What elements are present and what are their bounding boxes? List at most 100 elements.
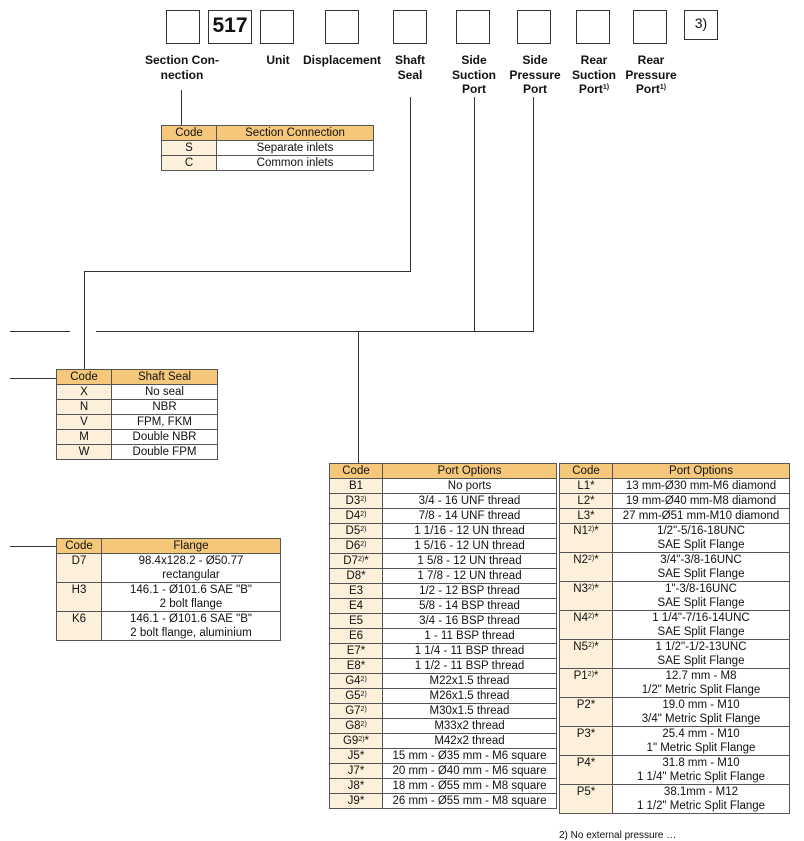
cell-code: D7: [56, 553, 102, 583]
cell-description: 18 mm - Ø55 mm - M8 square: [382, 778, 557, 794]
port-code: G7: [345, 705, 361, 717]
cell-code: X: [56, 384, 112, 400]
col-header-section-connection: Section Connection: [216, 125, 374, 141]
table-row: P2*19.0 mm - M10 3/4" Metric Split Flang…: [559, 697, 790, 727]
port-code: P4: [576, 757, 591, 769]
cell-code: J9*: [329, 793, 383, 809]
port-code-asterisk: *: [594, 525, 599, 537]
cell-code: V: [56, 414, 112, 430]
table-header-row: Code Section Connection: [161, 125, 374, 141]
table-row: J8*18 mm - Ø55 mm - M8 square: [329, 778, 557, 794]
port-code: G4: [345, 675, 361, 687]
cell-code: J5*: [329, 748, 383, 764]
port-code-asterisk: *: [594, 612, 599, 624]
cell-description: 98.4x128.2 - Ø50.77 rectangular: [101, 553, 281, 583]
port-code-asterisk: *: [590, 728, 596, 740]
port-code: E8: [346, 660, 361, 672]
table-row: G72)M30x1.5 thread: [329, 703, 557, 719]
displacement-code-box-2: [325, 10, 359, 44]
cell-description: 1 1/4 - 11 BSP thread: [382, 643, 557, 659]
table-row: J7*20 mm - Ø40 mm - M6 square: [329, 763, 557, 779]
footnote-2-partial: 2) No external pressure …: [559, 830, 677, 841]
table-row: D72)*1 5/8 - 12 UN thread: [329, 553, 557, 569]
port-code-footnote: 2): [358, 736, 365, 743]
table-row: G42)M22x1.5 thread: [329, 673, 557, 689]
table-header-row: Code Port Options: [329, 463, 557, 479]
cell-code: D72)*: [329, 553, 383, 569]
table-row: N12)*1/2"-5/16-18UNC SAE Split Flange: [559, 523, 790, 553]
cell-description: 20 mm - Ø40 mm - M6 square: [382, 763, 557, 779]
header-section-connection: Section Con- nection: [145, 53, 219, 82]
cell-description: 27 mm-Ø51 mm-M10 diamond: [612, 508, 790, 524]
cell-code: G52): [329, 688, 383, 704]
header-displacement: Displacement: [302, 53, 382, 67]
section-connection-table: Code Section Connection S Separate inlet…: [161, 125, 374, 171]
port-code-footnote: 2): [587, 555, 595, 562]
cell-description: 19 mm-Ø40 mm-M8 diamond: [612, 493, 790, 509]
cell-code: J8*: [329, 778, 383, 794]
section-code-box: [166, 10, 200, 44]
cell-code: J7*: [329, 763, 383, 779]
cell-description: M30x1.5 thread: [382, 703, 557, 719]
cell-code: N12)*: [559, 523, 613, 553]
cell-code: W: [56, 444, 112, 460]
table-row: N42)*1 1/4"-7/16-14UNC SAE Split Flange: [559, 610, 790, 640]
col-header-code: Code: [329, 463, 383, 479]
port-code-asterisk: *: [360, 660, 366, 672]
cell-description: 3/4"-3/8-16UNC SAE Split Flange: [612, 552, 790, 582]
col-header-port-options: Port Options: [612, 463, 790, 479]
cell-description: 1 5/8 - 12 UN thread: [382, 553, 557, 569]
col-header-code: Code: [56, 369, 112, 385]
port-code: E3: [348, 585, 364, 597]
cell-code: P5*: [559, 784, 613, 814]
cell-code: N42)*: [559, 610, 613, 640]
port-code-asterisk: *: [364, 735, 370, 747]
port-code-asterisk: *: [359, 780, 365, 792]
table-row: L1*13 mm-Ø30 mm-M6 diamond: [559, 478, 790, 494]
port-code-footnote: 2): [587, 613, 595, 620]
cell-description: 1/2"-5/16-18UNC SAE Split Flange: [612, 523, 790, 553]
cell-description: 1 5/16 - 12 UN thread: [382, 538, 557, 554]
port-code: E7: [346, 645, 361, 657]
table-row: D8*1 7/8 - 12 UN thread: [329, 568, 557, 584]
displacement-code-box-1: [260, 10, 294, 44]
port-code: P2: [576, 699, 591, 711]
cell-code: G82): [329, 718, 383, 734]
table-row: D62)1 5/16 - 12 UN thread: [329, 538, 557, 554]
port-code: D5: [345, 525, 361, 537]
table-row: P12)*12.7 mm - M8 1/2" Metric Split Flan…: [559, 668, 790, 698]
cell-description: 7/8 - 14 UNF thread: [382, 508, 557, 524]
connector-shaft-table-lead: [10, 378, 56, 379]
port-code: G8: [345, 720, 361, 732]
cell-code: N22)*: [559, 552, 613, 582]
table-header-row: Code Shaft Seal: [56, 369, 218, 385]
port-code: D8: [346, 570, 362, 582]
connector-pressure-vertical: [533, 97, 534, 332]
header-shaft-seal: Shaft Seal: [395, 53, 425, 82]
unit-code-box: 517: [208, 10, 252, 44]
connector-left-stub: [10, 331, 70, 332]
col-header-port-options: Port Options: [382, 463, 557, 479]
cell-code: N: [56, 399, 112, 415]
port-code-footnote: 2): [587, 642, 595, 649]
header-side-suction-port: Side Suction Port: [452, 53, 496, 96]
port-code: N3: [573, 583, 588, 595]
cell-code: N32)*: [559, 581, 613, 611]
table-row: P4*31.8 mm - M10 1 1/4" Metric Split Fla…: [559, 755, 790, 785]
cell-code: K6: [56, 611, 102, 641]
cell-code: D32): [329, 493, 383, 509]
connector-flange-table-lead: [10, 546, 56, 547]
table-row: J9*26 mm - Ø55 mm - M8 square: [329, 793, 557, 809]
port-code-asterisk: *: [360, 645, 366, 657]
cell-description: 1/2 - 12 BSP thread: [382, 583, 557, 599]
table-row: G92)*M42x2 thread: [329, 733, 557, 749]
cell-description: 15 mm - Ø35 mm - M6 square: [382, 748, 557, 764]
port-code: J8: [347, 780, 360, 792]
port-code-asterisk: *: [590, 510, 595, 522]
table-row: N22)*3/4"-3/8-16UNC SAE Split Flange: [559, 552, 790, 582]
port-code: E5: [348, 615, 364, 627]
cell-description: 38.1mm - M12 1 1/2" Metric Split Flange: [612, 784, 790, 814]
port-code-asterisk: *: [359, 765, 365, 777]
